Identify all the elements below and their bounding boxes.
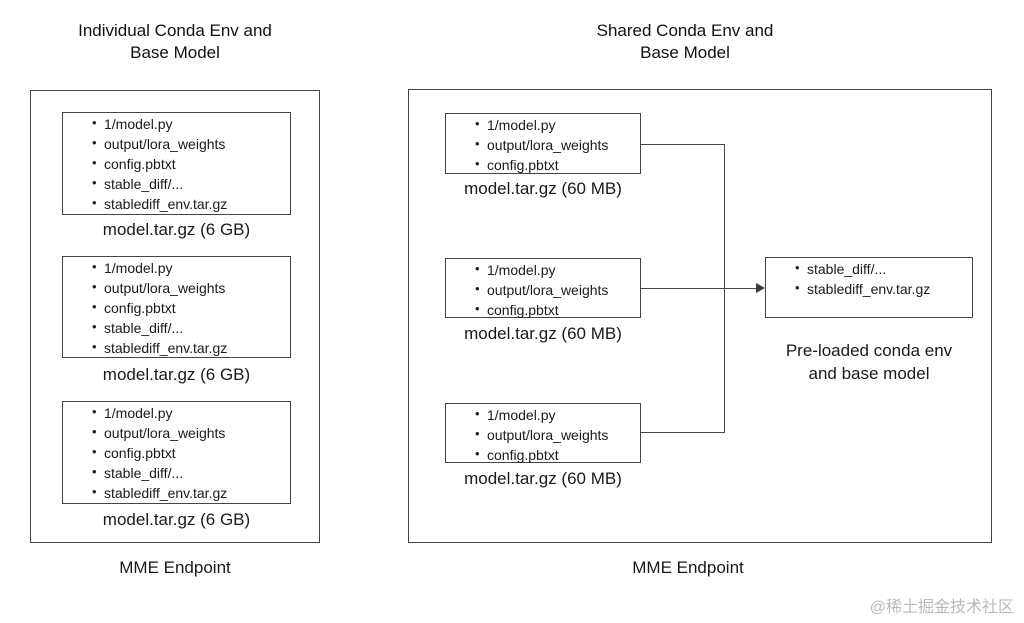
right-mme-endpoint-label: MME Endpoint — [632, 558, 744, 577]
list-item: config.pbtxt — [92, 153, 290, 174]
watermark-text: @稀土掘金技术社区 — [869, 599, 1014, 616]
left-model-box-1-label: model.tar.gz (6 GB) — [102, 220, 251, 239]
list-item: config.pbtxt — [475, 299, 640, 320]
left-model-box-3: 1/model.py output/lora_weights config.pb… — [62, 401, 291, 504]
right-model-box-1: 1/model.py output/lora_weights config.pb… — [445, 113, 641, 174]
model-artifact-list: 1/model.py output/lora_weights config.pb… — [446, 114, 640, 175]
shared-conda-env-box: stable_diff/... stablediff_env.tar.gz — [765, 257, 973, 318]
list-item: stable_diff/... — [92, 317, 290, 338]
list-item: 1/model.py — [92, 257, 290, 278]
right-model-box-3-label: model.tar.gz (60 MB) — [464, 469, 622, 488]
list-item: output/lora_weights — [92, 133, 290, 154]
model-artifact-list: 1/model.py output/lora_weights config.pb… — [63, 402, 290, 503]
list-item: output/lora_weights — [475, 279, 640, 300]
list-item: stablediff_env.tar.gz — [795, 278, 972, 299]
right-model-box-3: 1/model.py output/lora_weights config.pb… — [445, 403, 641, 465]
right-model-box-2-label: model.tar.gz (60 MB) — [464, 324, 622, 343]
arrowhead-icon — [756, 283, 765, 293]
connector-line-top — [641, 144, 725, 145]
list-item: config.pbtxt — [475, 444, 640, 465]
right-mme-endpoint-container: 1/model.py output/lora_weights config.pb… — [408, 89, 992, 543]
model-artifact-list: 1/model.py output/lora_weights config.pb… — [446, 404, 640, 465]
model-artifact-list: 1/model.py output/lora_weights config.pb… — [63, 113, 290, 214]
right-panel-title: Shared Conda Env and Base Model — [596, 21, 774, 62]
left-mme-endpoint-label: MME Endpoint — [119, 558, 231, 577]
list-item: stablediff_env.tar.gz — [92, 337, 290, 358]
list-item: config.pbtxt — [92, 442, 290, 463]
connector-line-bottom — [641, 432, 725, 433]
left-model-box-2: 1/model.py output/lora_weights config.pb… — [62, 256, 291, 358]
model-artifact-list: 1/model.py output/lora_weights config.pb… — [446, 259, 640, 320]
shared-env-artifact-list: stable_diff/... stablediff_env.tar.gz — [766, 258, 972, 299]
left-model-box-2-label: model.tar.gz (6 GB) — [102, 365, 251, 384]
left-mme-endpoint-container: 1/model.py output/lora_weights config.pb… — [30, 90, 320, 543]
list-item: config.pbtxt — [475, 154, 640, 175]
list-item: config.pbtxt — [92, 297, 290, 318]
left-panel-title: Individual Conda Env and Base Model — [78, 21, 272, 62]
list-item: stable_diff/... — [92, 173, 290, 194]
list-item: 1/model.py — [475, 259, 640, 280]
list-item: stable_diff/... — [795, 258, 972, 279]
list-item: 1/model.py — [92, 113, 290, 134]
list-item: stablediff_env.tar.gz — [92, 482, 290, 503]
list-item: stable_diff/... — [92, 462, 290, 483]
model-artifact-list: 1/model.py output/lora_weights config.pb… — [63, 257, 290, 358]
left-model-box-1: 1/model.py output/lora_weights config.pb… — [62, 112, 291, 215]
connector-line-middle — [641, 288, 757, 289]
list-item: 1/model.py — [475, 404, 640, 425]
right-model-box-1-label: model.tar.gz (60 MB) — [464, 179, 622, 198]
list-item: output/lora_weights — [92, 277, 290, 298]
list-item: output/lora_weights — [475, 424, 640, 445]
list-item: 1/model.py — [475, 114, 640, 135]
list-item: output/lora_weights — [475, 134, 640, 155]
list-item: stablediff_env.tar.gz — [92, 193, 290, 214]
right-model-box-2: 1/model.py output/lora_weights config.pb… — [445, 258, 641, 320]
list-item: output/lora_weights — [92, 422, 290, 443]
shared-conda-env-caption: Pre-loaded conda env and base model — [785, 341, 953, 383]
list-item: 1/model.py — [92, 402, 290, 423]
left-model-box-3-label: model.tar.gz (6 GB) — [102, 510, 251, 529]
